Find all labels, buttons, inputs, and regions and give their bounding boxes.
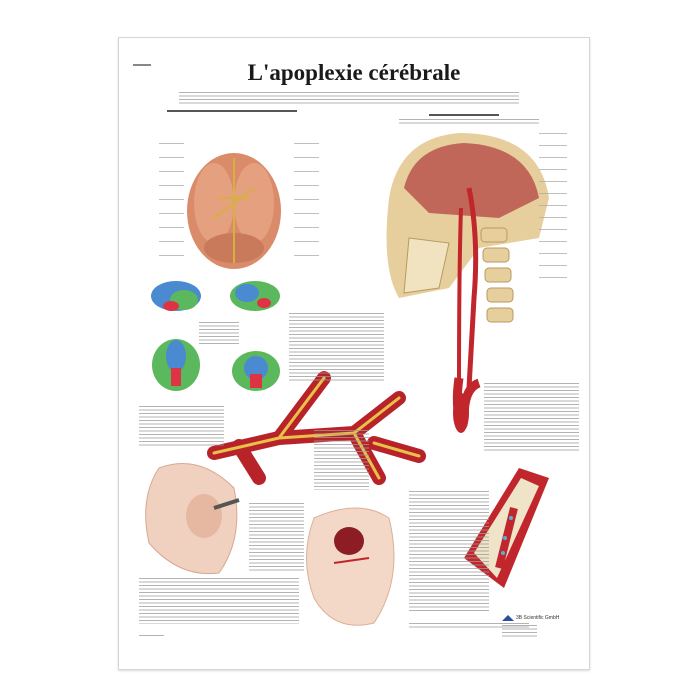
text-block-center — [289, 313, 384, 383]
product-code — [133, 64, 151, 66]
text-block-left — [139, 406, 224, 446]
legend-territories — [199, 322, 239, 346]
author-credit — [139, 635, 164, 637]
logo-triangle-icon — [502, 615, 514, 621]
labels-skull — [539, 133, 567, 283]
labels-left — [159, 143, 184, 258]
publisher-name: 3B Scientific GmbH — [516, 615, 560, 621]
section-caption — [399, 119, 539, 124]
brain-hemorrhage-slice — [145, 463, 240, 575]
head-sagittal-view — [386, 133, 549, 433]
illustrations — [145, 133, 549, 626]
text-block-causes — [409, 491, 489, 611]
brain-inferior-view — [187, 153, 281, 269]
territory-diagrams — [151, 281, 280, 391]
intro-text — [179, 92, 519, 106]
labels-right — [294, 143, 319, 258]
section-heading — [167, 110, 297, 112]
text-block-mid — [314, 430, 369, 490]
brain-section-hemorrhage — [306, 507, 395, 626]
poster-title: L'apoplexie cérébrale — [247, 60, 461, 85]
text-block-bottom-left — [139, 578, 299, 624]
section-heading — [429, 114, 499, 116]
anatomy-poster: L'apoplexie cérébrale — [118, 37, 590, 670]
publisher-address — [502, 625, 537, 639]
text-block-ischemic — [249, 503, 304, 573]
text-block-bottom-right — [409, 623, 529, 629]
text-block-right — [484, 383, 579, 453]
publisher-logo: 3B Scientific GmbH — [502, 615, 559, 621]
